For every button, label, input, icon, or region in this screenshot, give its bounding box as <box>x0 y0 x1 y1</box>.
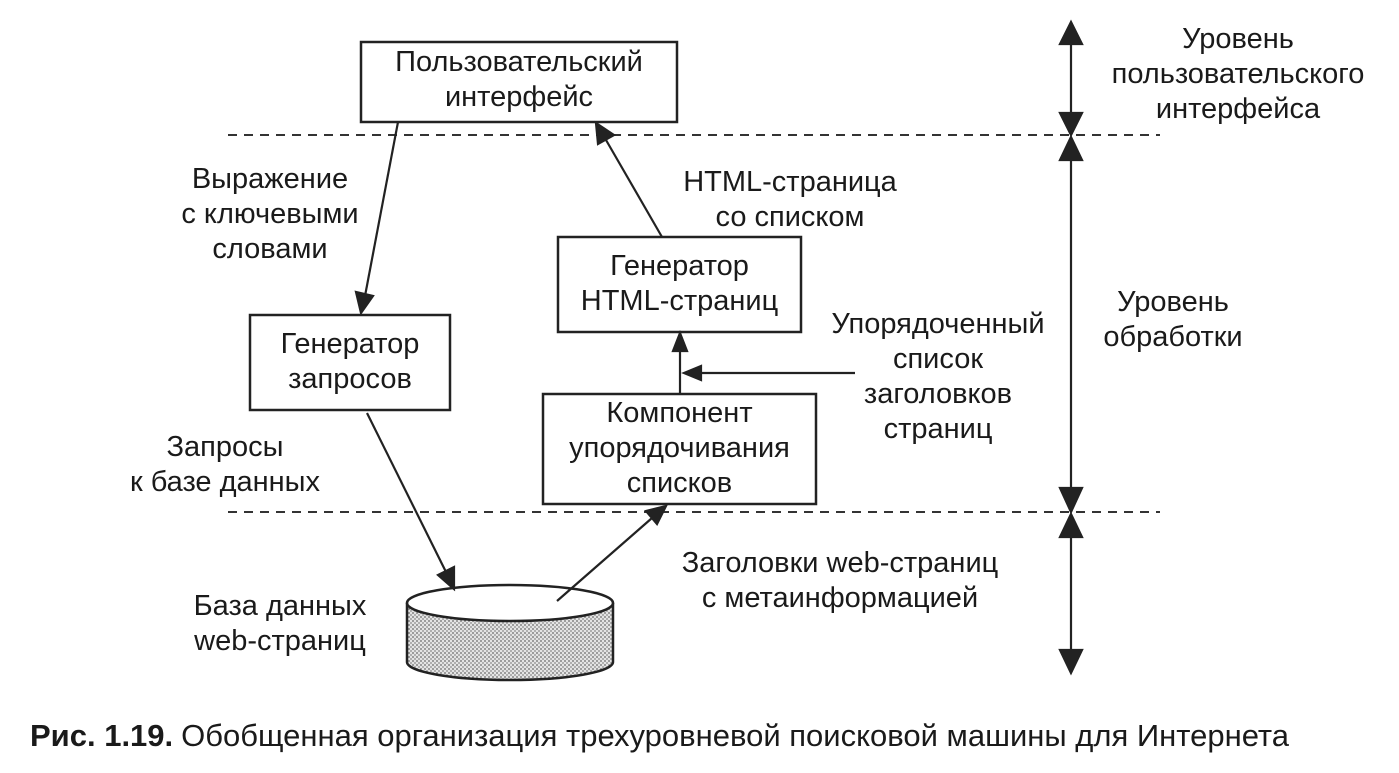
html-generator-box <box>556 235 803 334</box>
user-interface-box <box>359 40 679 124</box>
arrow-html-generator-to-ui <box>605 139 663 238</box>
sorted-titles-label: Упорядоченный список заголовков страниц <box>831 308 1045 445</box>
html-generator-label: Генератор HTML-страниц <box>580 250 779 317</box>
processing-level-label: Уровень обработки <box>1103 286 1243 353</box>
figure-caption: Рис. 1.19.Обобщенная организация трехуро… <box>30 716 1399 756</box>
sorting-component-label: Компонент упорядочивания списков <box>569 397 790 499</box>
arrow-ui-to-query-generator <box>363 121 400 297</box>
arrow-head <box>671 329 689 353</box>
figure-number: Рис. 1.19. <box>30 718 174 753</box>
arrow-head <box>594 120 617 146</box>
query-generator-label: Генератор запросов <box>280 328 420 395</box>
user-interface-label: Пользовательский интерфейс <box>395 46 643 113</box>
query-generator-box <box>248 313 452 412</box>
db-queries-label: Запросы к базе данных <box>129 431 321 498</box>
database-label: База данных web-страниц <box>193 590 367 657</box>
database-cylinder <box>405 583 615 682</box>
arrow-head <box>436 565 456 592</box>
ui-level-label: Уровень пользовательского интерфейса <box>1111 23 1365 125</box>
figure-caption-text: Обобщенная организация трехуровневой пои… <box>181 718 1290 753</box>
html-page-list-label: HTML-страница со списком <box>683 166 897 233</box>
arrow-head <box>644 504 669 526</box>
sorting-component-box <box>541 392 818 506</box>
level-axis <box>1058 19 1084 676</box>
arrow-db-to-sorting <box>556 517 653 602</box>
arrow-head <box>354 290 375 316</box>
arrow-query-generator-to-db <box>366 412 447 573</box>
page-titles-meta-label: Заголовки web-страниц с метаинформацией <box>681 547 999 614</box>
arrow-head <box>681 364 703 382</box>
keyword-expression-label: Выражение с ключевыми словами <box>181 163 359 265</box>
